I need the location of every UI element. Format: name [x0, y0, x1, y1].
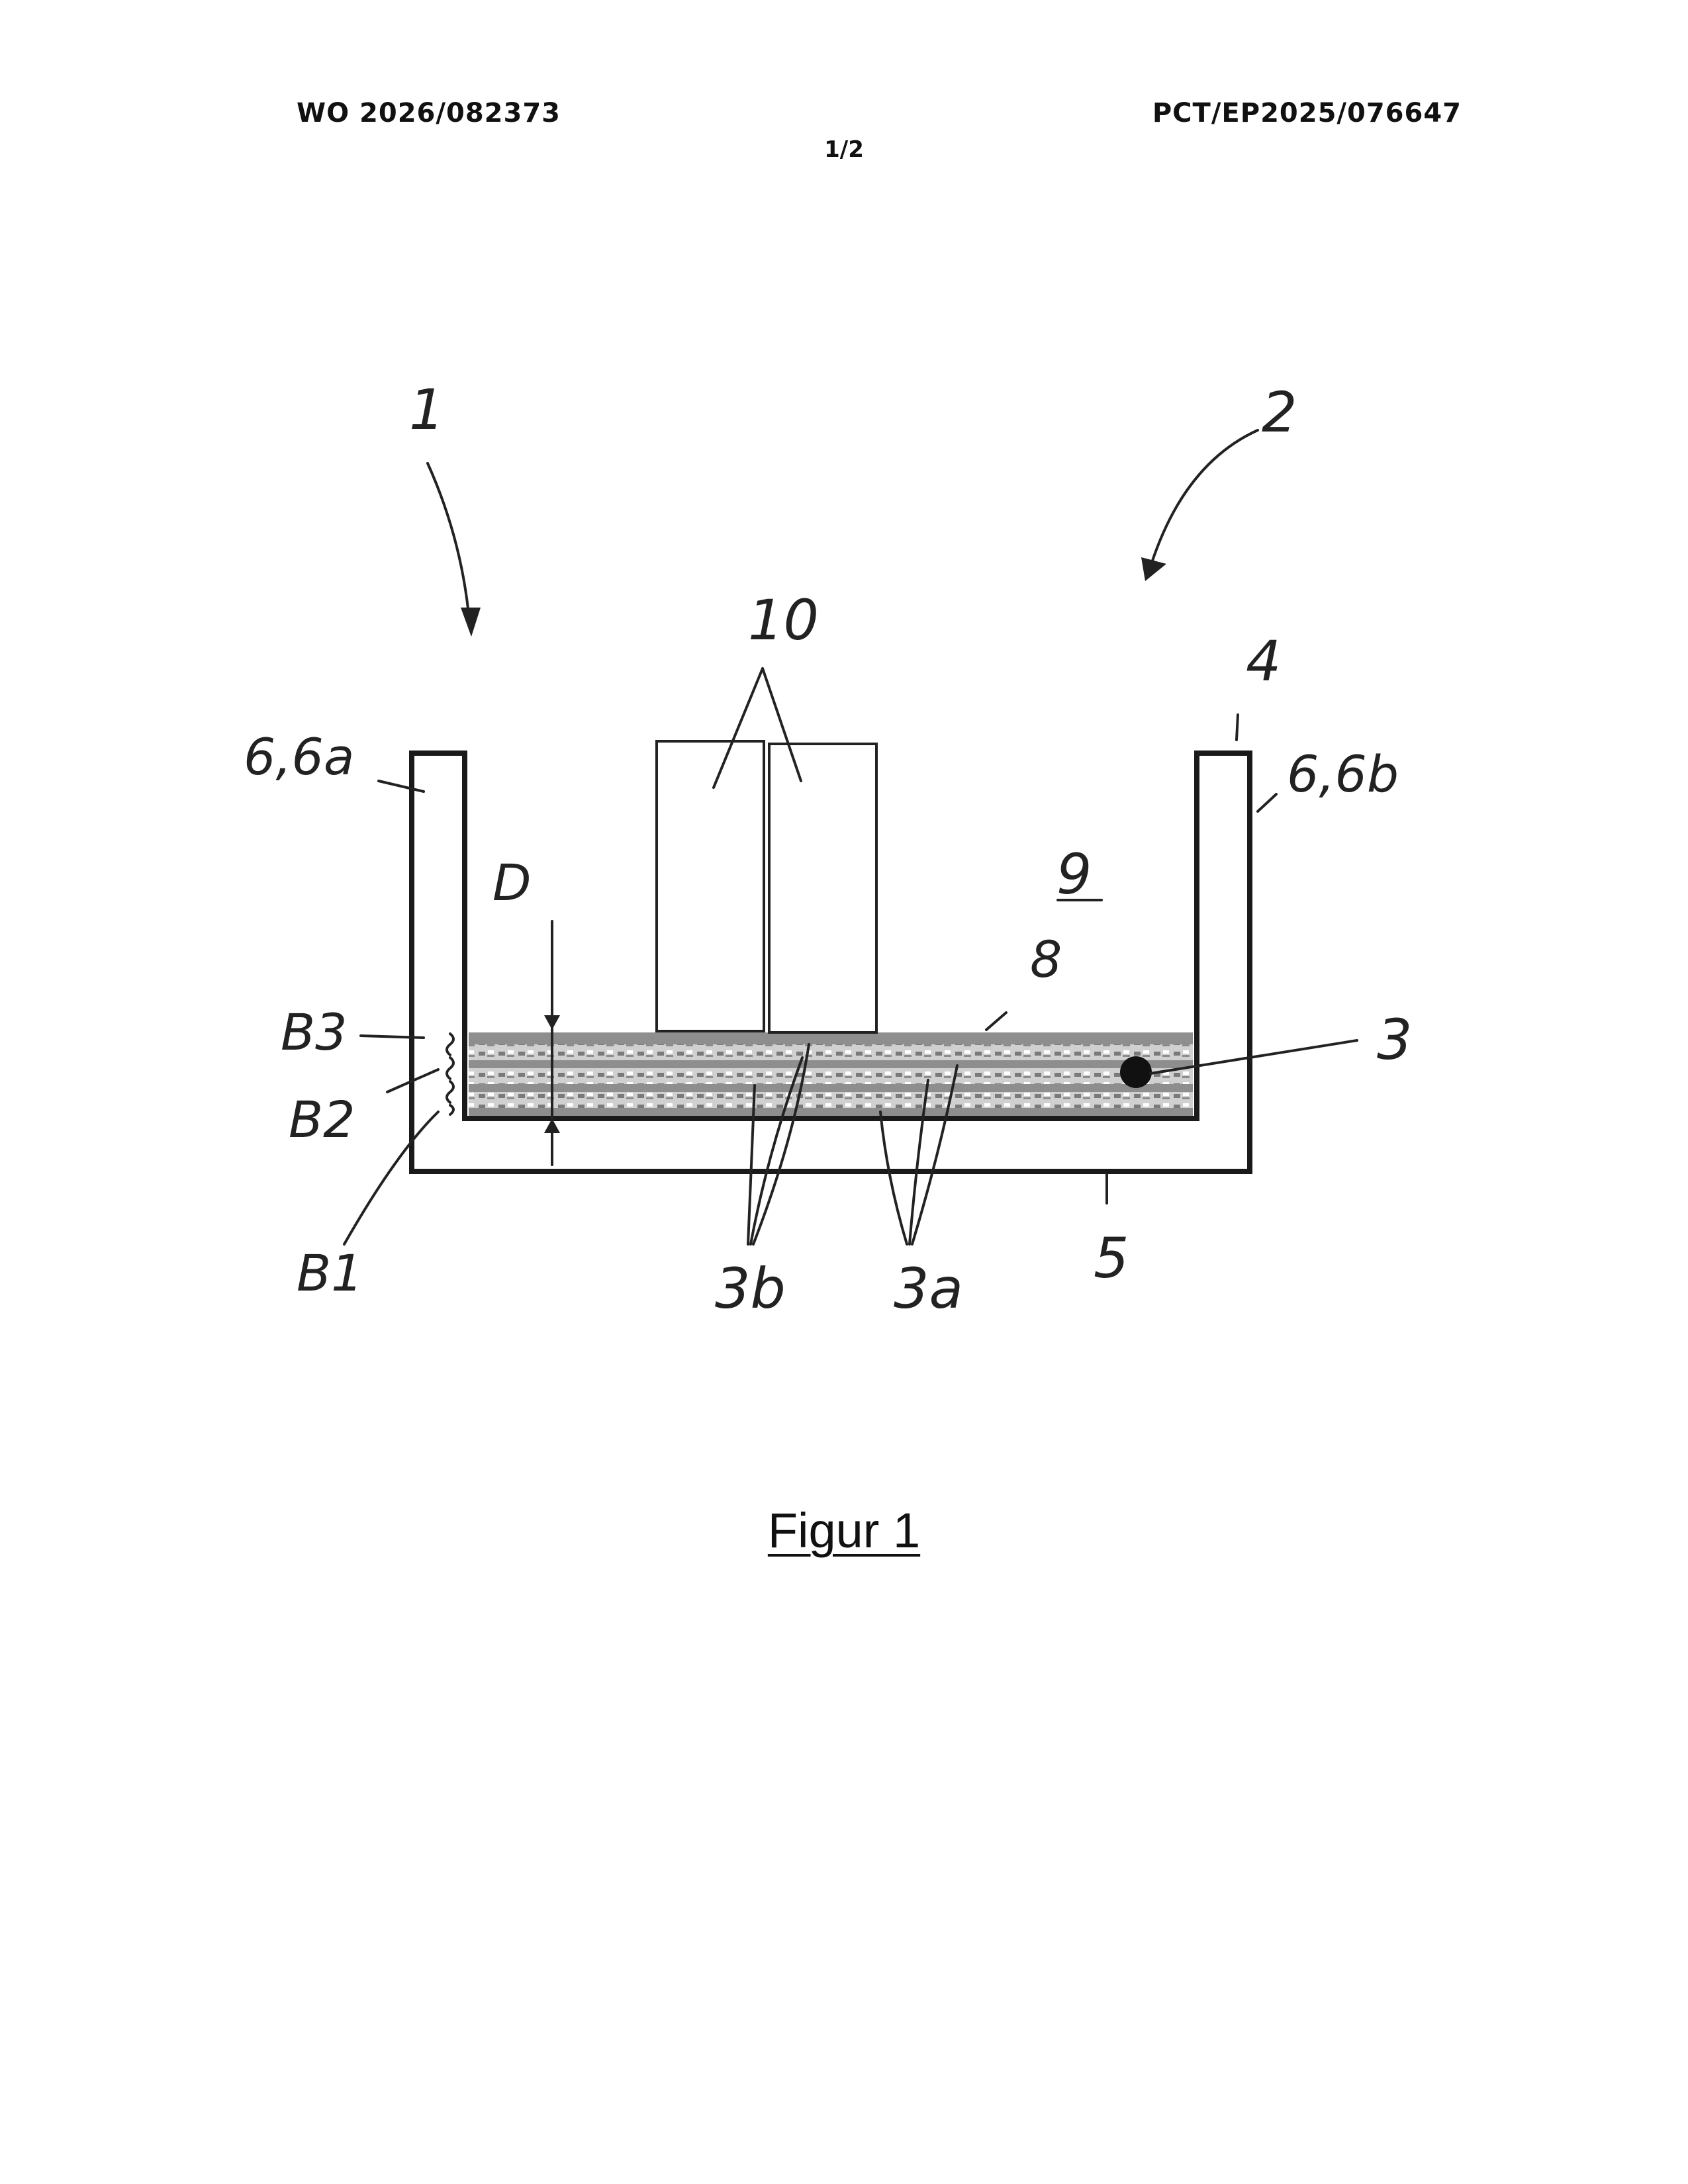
leader-surface [986, 1013, 1006, 1030]
block-left [657, 741, 764, 1031]
label-blocks: 10 [748, 588, 819, 653]
label-wall-right: 6,6b [1287, 745, 1399, 803]
label-base: 5 [1094, 1226, 1129, 1291]
leader-arrangement [1152, 430, 1258, 563]
label-sublayer-3a: 3a [894, 1256, 963, 1321]
label-wall-left: 6,6a [244, 727, 354, 786]
label-interior-space: 9 [1056, 842, 1092, 907]
label-surface: 8 [1030, 930, 1062, 989]
label-sublayer-3b: 3b [715, 1256, 786, 1321]
label-zone-b2: B2 [289, 1090, 355, 1149]
leader-device [428, 463, 470, 629]
patent-drawing: 1 2 10 4 6,6a 6,6b 9 D 8 3 B3 B2 B1 3b 3… [0, 0, 1688, 1489]
layer-stack [469, 1032, 1193, 1116]
label-device: 1 [409, 377, 444, 442]
sublayer-b1 [469, 1092, 1193, 1108]
leader-top-edge [1237, 715, 1238, 740]
label-thickness: D [492, 853, 532, 912]
label-zone-b1: B1 [297, 1244, 363, 1302]
sublayer-b2 [469, 1068, 1193, 1084]
label-layer-stack: 3 [1377, 1007, 1412, 1072]
figure-caption: Figur 1 [0, 1502, 1688, 1559]
sublayer-b3 [469, 1044, 1193, 1060]
leader-wall-right [1258, 794, 1276, 811]
label-zone-b3: B3 [281, 1003, 348, 1062]
block-right [769, 744, 876, 1032]
label-top-edge: 4 [1246, 629, 1281, 694]
reference-dot [1120, 1056, 1152, 1088]
label-arrangement: 2 [1262, 380, 1297, 445]
